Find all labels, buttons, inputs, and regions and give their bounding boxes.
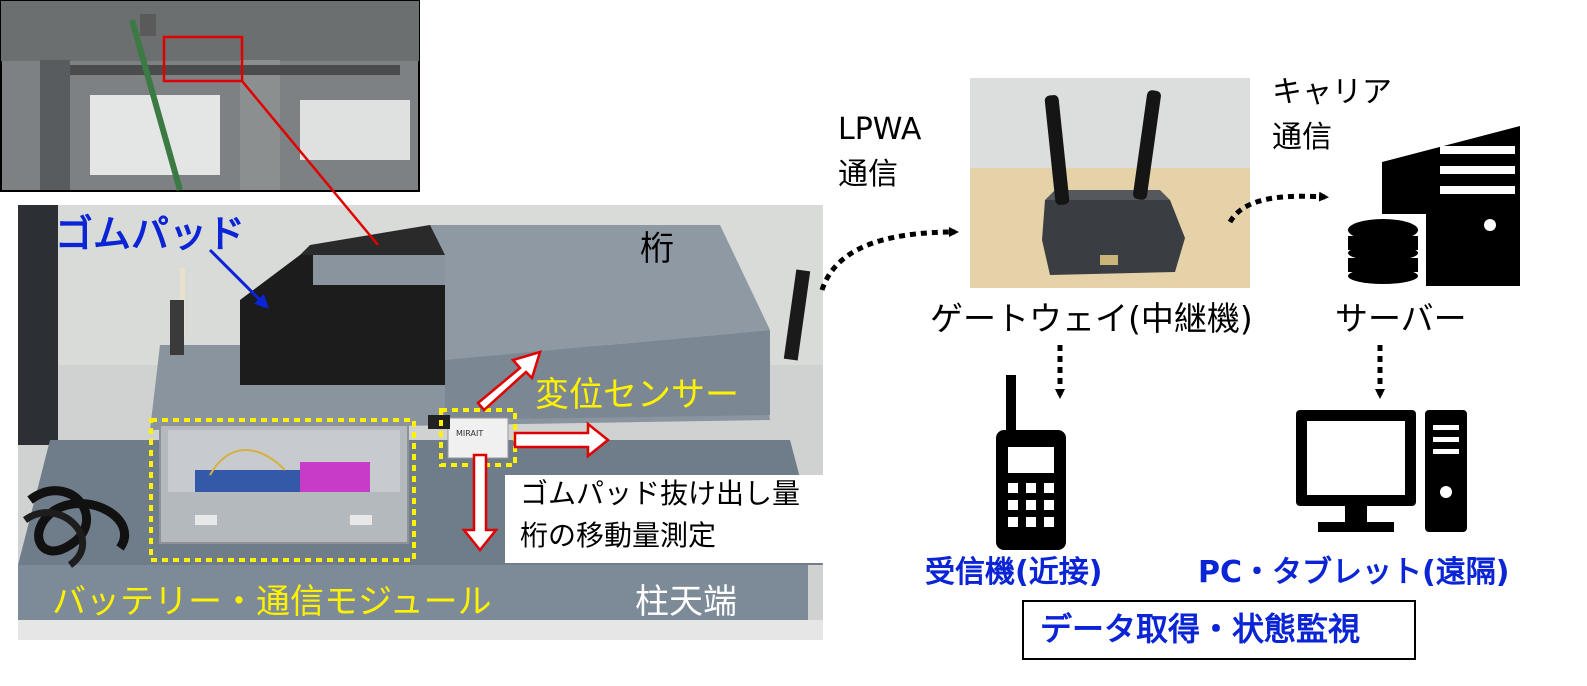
label-device-brand: MIRAIT: [456, 429, 484, 438]
label-carrier: キャリア: [1272, 75, 1392, 110]
label-rubber-pad: ゴムパッド: [55, 212, 246, 256]
label-data-acquisition: データ取得・状態監視: [1040, 610, 1361, 648]
label-pc-tablet: PC・タブレット(遠隔): [1198, 555, 1510, 590]
gateway-router-photo: [970, 78, 1250, 288]
label-measurement-line2: 桁の移動量測定: [520, 519, 717, 552]
label-displacement-sensor: 変位センサー: [535, 375, 739, 415]
label-lpwa-comm: 通信: [838, 157, 898, 192]
label-lpwa: LPWA: [838, 112, 922, 147]
label-gateway: ゲートウェイ(中継機): [930, 299, 1253, 338]
label-battery-module: バッテリー・通信モジュール: [52, 582, 492, 622]
setup-photo: [18, 205, 823, 640]
label-receiver: 受信機(近接): [925, 555, 1103, 590]
bridge-photo-inset: [0, 0, 420, 246]
label-column-top: 柱天端: [635, 582, 737, 622]
data-acquisition-box: [1022, 600, 1416, 660]
label-server: サーバー: [1335, 299, 1467, 338]
measurement-note-box: [505, 475, 835, 563]
desktop-pc-icon: [1296, 410, 1467, 532]
server-database-icon: [1340, 126, 1520, 290]
label-girder: 桁: [640, 229, 674, 269]
handheld-radio-icon: [996, 375, 1066, 550]
label-carrier-comm: 通信: [1272, 120, 1332, 155]
label-measurement-line1: ゴムパッド抜け出し量: [520, 477, 801, 510]
communication-arrows: [819, 191, 1385, 399]
